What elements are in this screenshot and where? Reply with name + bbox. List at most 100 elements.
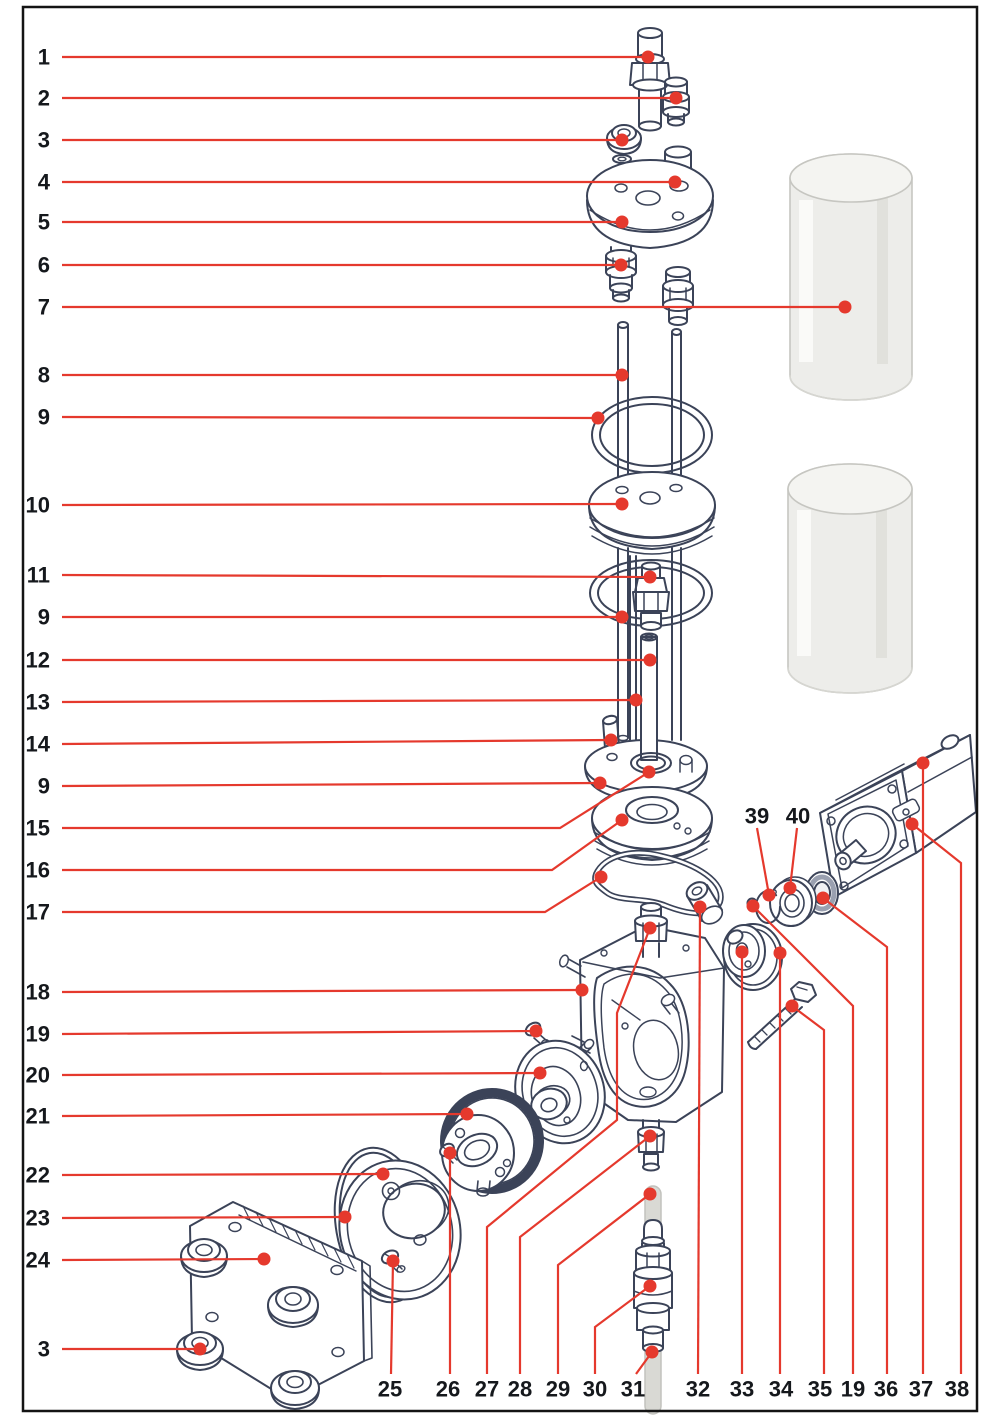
callout-line-9c	[61, 781, 601, 788]
callout-line-15	[62, 771, 650, 830]
callout-dot-9a	[591, 411, 605, 425]
body-bottom-fitting	[637, 1119, 665, 1172]
callout-dot-10	[615, 497, 629, 511]
callout-dot-35	[785, 999, 799, 1013]
callout-number-12: 12	[26, 648, 50, 673]
callout-dot-7	[838, 300, 852, 314]
head-disc	[588, 471, 716, 555]
callout-dot-6	[614, 258, 628, 272]
callout-dot-25	[386, 1254, 400, 1268]
callout-line-38	[911, 823, 963, 1374]
callout-number-31: 31	[621, 1377, 645, 1402]
callout-line-21	[61, 1112, 468, 1118]
callout-dot-27	[643, 921, 657, 935]
callout-dot-15	[642, 765, 656, 779]
callout-number-18: 18	[26, 980, 50, 1005]
callout-number-9b: 9	[38, 605, 50, 630]
glass-cylinder-upper	[789, 153, 913, 401]
callout-line-25	[389, 1260, 395, 1375]
callout-number-1: 1	[38, 45, 50, 70]
callout-dot-32	[693, 900, 707, 914]
callout-dot-31	[645, 1345, 659, 1359]
plate-bottom-nut	[270, 1370, 320, 1410]
inner-tube	[640, 632, 658, 761]
glass-cylinder-lower	[787, 463, 913, 694]
callout-number-7: 7	[38, 295, 50, 320]
stepper-motor	[819, 734, 977, 898]
callout-number-3a: 3	[38, 128, 50, 153]
callout-line-18	[61, 988, 583, 994]
callout-dot-33	[735, 945, 749, 959]
callout-number-36: 36	[874, 1377, 898, 1402]
motor-face-circle	[835, 805, 897, 865]
callout-number-24: 24	[26, 1248, 51, 1273]
callout-number-19a: 19	[26, 1022, 50, 1047]
top-lid	[586, 159, 714, 249]
callout-dot-30	[643, 1279, 657, 1293]
drive-gear	[440, 1088, 544, 1197]
callout-number-19b: 19	[841, 1377, 865, 1402]
callout-dot-22	[376, 1167, 390, 1181]
callout-number-38: 38	[945, 1377, 969, 1402]
callout-line-27	[485, 927, 652, 1374]
callout-dot-19a	[529, 1024, 543, 1038]
injection-valve	[633, 1219, 673, 1353]
callout-line-10	[61, 502, 623, 507]
callout-line-22	[61, 1172, 384, 1177]
callout-line-28	[518, 1135, 651, 1374]
callout-number-5: 5	[38, 210, 50, 235]
callout-number-9a: 9	[38, 405, 50, 430]
callout-line-36	[822, 897, 889, 1374]
callout-number-30: 30	[583, 1377, 607, 1402]
foot-valve	[632, 561, 670, 631]
callout-dot-14	[604, 733, 618, 747]
center-rod	[629, 555, 637, 757]
lid-fittings	[605, 246, 694, 326]
callout-number-21: 21	[26, 1104, 50, 1129]
callout-number-37: 37	[909, 1377, 933, 1402]
callout-dot-34	[773, 946, 787, 960]
callout-dot-9c	[593, 776, 607, 790]
callout-line-32	[696, 906, 702, 1375]
callout-number-11: 11	[27, 563, 50, 588]
callout-dot-5	[615, 215, 629, 229]
callout-line-24	[61, 1257, 265, 1262]
callout-line-23	[61, 1215, 346, 1220]
callout-number-13: 13	[26, 690, 50, 715]
lid-fitting-right	[662, 266, 694, 326]
bearing-bracket-22	[338, 1159, 462, 1301]
callout-layer: 1234567891011912131491516171819202122232…	[26, 45, 970, 1402]
callout-line-19a	[61, 1029, 537, 1036]
callout-line-30	[593, 1285, 651, 1374]
callout-dot-18	[575, 983, 589, 997]
callout-dot-37	[916, 756, 930, 770]
callout-dot-13	[629, 693, 643, 707]
callout-dot-2	[669, 91, 683, 105]
callout-number-33: 33	[730, 1377, 754, 1402]
o-ring-top	[591, 396, 713, 474]
callout-number-22: 22	[26, 1163, 50, 1188]
callout-dot-4	[668, 175, 682, 189]
callout-number-16: 16	[26, 858, 50, 883]
callout-line-16	[62, 819, 623, 872]
callout-number-35: 35	[808, 1377, 832, 1402]
callout-dot-36	[816, 891, 830, 905]
head-flange-disc	[591, 786, 713, 866]
callout-line-9a	[61, 415, 599, 420]
check-valve	[722, 923, 783, 991]
callout-dot-12	[643, 653, 657, 667]
callout-number-39: 39	[745, 804, 769, 829]
callout-dot-3b	[193, 1342, 207, 1356]
callout-number-9c: 9	[38, 774, 50, 799]
callout-dot-23	[338, 1210, 352, 1224]
callout-line-13	[61, 698, 637, 704]
callout-number-26: 26	[436, 1377, 460, 1402]
callout-number-20: 20	[26, 1063, 50, 1088]
callout-line-17	[62, 876, 602, 914]
callout-number-32: 32	[686, 1377, 710, 1402]
callout-number-27: 27	[475, 1377, 499, 1402]
body-top-fitting	[634, 902, 668, 958]
callout-dot-26	[443, 1146, 457, 1160]
callout-number-6: 6	[38, 253, 50, 278]
callout-line-29	[556, 1193, 651, 1374]
